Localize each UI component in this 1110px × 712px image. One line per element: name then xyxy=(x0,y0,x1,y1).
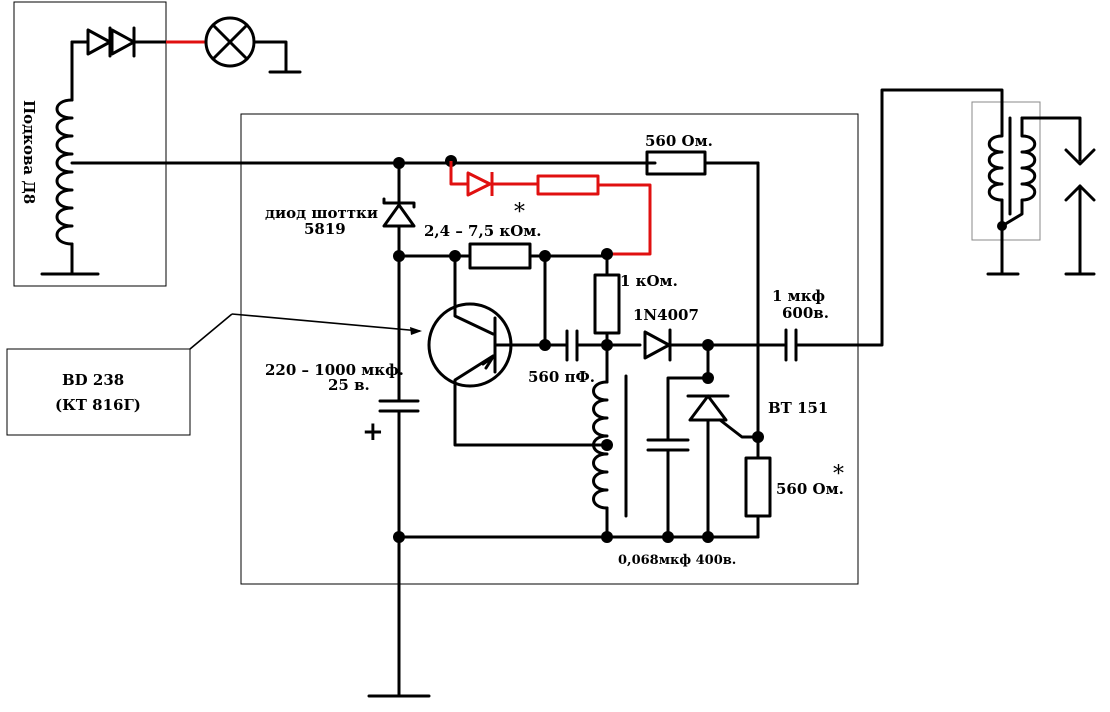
coil-winding xyxy=(55,98,74,246)
capacitor-main-label: 220 – 1000 мкф. xyxy=(265,361,404,379)
capacitor-main-voltage-label: 25 в. xyxy=(328,376,370,394)
spark-gap xyxy=(1064,148,1096,276)
transformer-frame xyxy=(971,101,1041,241)
pulse-coil-winding xyxy=(592,380,609,510)
mark-asterisk-2: * xyxy=(833,462,844,487)
capacitor-output-label: 1 мкф xyxy=(772,287,825,305)
mark-asterisk-1: * xyxy=(514,200,525,225)
red-modification xyxy=(449,161,652,256)
lamp-symbol xyxy=(204,16,256,68)
capacitor-560pf-label: 560 пФ. xyxy=(528,368,595,386)
diode-1n4007-label: 1N4007 xyxy=(633,306,699,324)
transistor-callout-arrowhead xyxy=(410,327,422,335)
transistor xyxy=(427,254,609,447)
capacitor-polarity-plus: + xyxy=(362,417,384,447)
transistor-callout-box xyxy=(6,348,191,436)
main-board-frame xyxy=(240,113,859,585)
resistor-gate-label: 560 Ом. xyxy=(776,480,844,498)
capacitor-560pf xyxy=(565,329,579,362)
thyristor xyxy=(686,394,760,439)
resistor-timing xyxy=(468,242,532,270)
transistor-callout-pointer xyxy=(189,313,233,350)
coil-block xyxy=(40,16,302,276)
resistor-gate xyxy=(744,456,772,518)
coil-block-frame xyxy=(13,1,167,287)
resistor-top xyxy=(645,150,707,176)
schottky-diode xyxy=(382,197,416,228)
resistor-1k-label: 1 кОм. xyxy=(620,272,678,290)
capacitor-output xyxy=(784,328,798,362)
hv-transformer xyxy=(986,108,1082,276)
capacitor-0068-label: 0,068мкф 400в. xyxy=(618,553,736,568)
resistor-timing-label: 2,4 – 7,5 кОм. xyxy=(424,222,542,240)
transistor-label: BD 238 xyxy=(62,371,124,389)
diode-pair xyxy=(86,26,136,58)
resistor-top-label: 560 Ом. xyxy=(645,132,713,150)
transistor-callout-arrow xyxy=(231,313,421,332)
capacitor-output-voltage-label: 600в. xyxy=(782,304,829,322)
schottky-label: диод шоттки xyxy=(265,204,378,222)
red-resistor xyxy=(536,174,600,196)
coil-label: Подкова Д8 xyxy=(20,100,38,204)
transistor-alt-label: (КТ 816Г) xyxy=(55,396,141,414)
schottky-part-label: 5819 xyxy=(304,220,346,238)
diode-1n4007 xyxy=(643,328,672,362)
thyristor-label: ВТ 151 xyxy=(768,399,828,417)
resistor-1k xyxy=(593,273,621,335)
